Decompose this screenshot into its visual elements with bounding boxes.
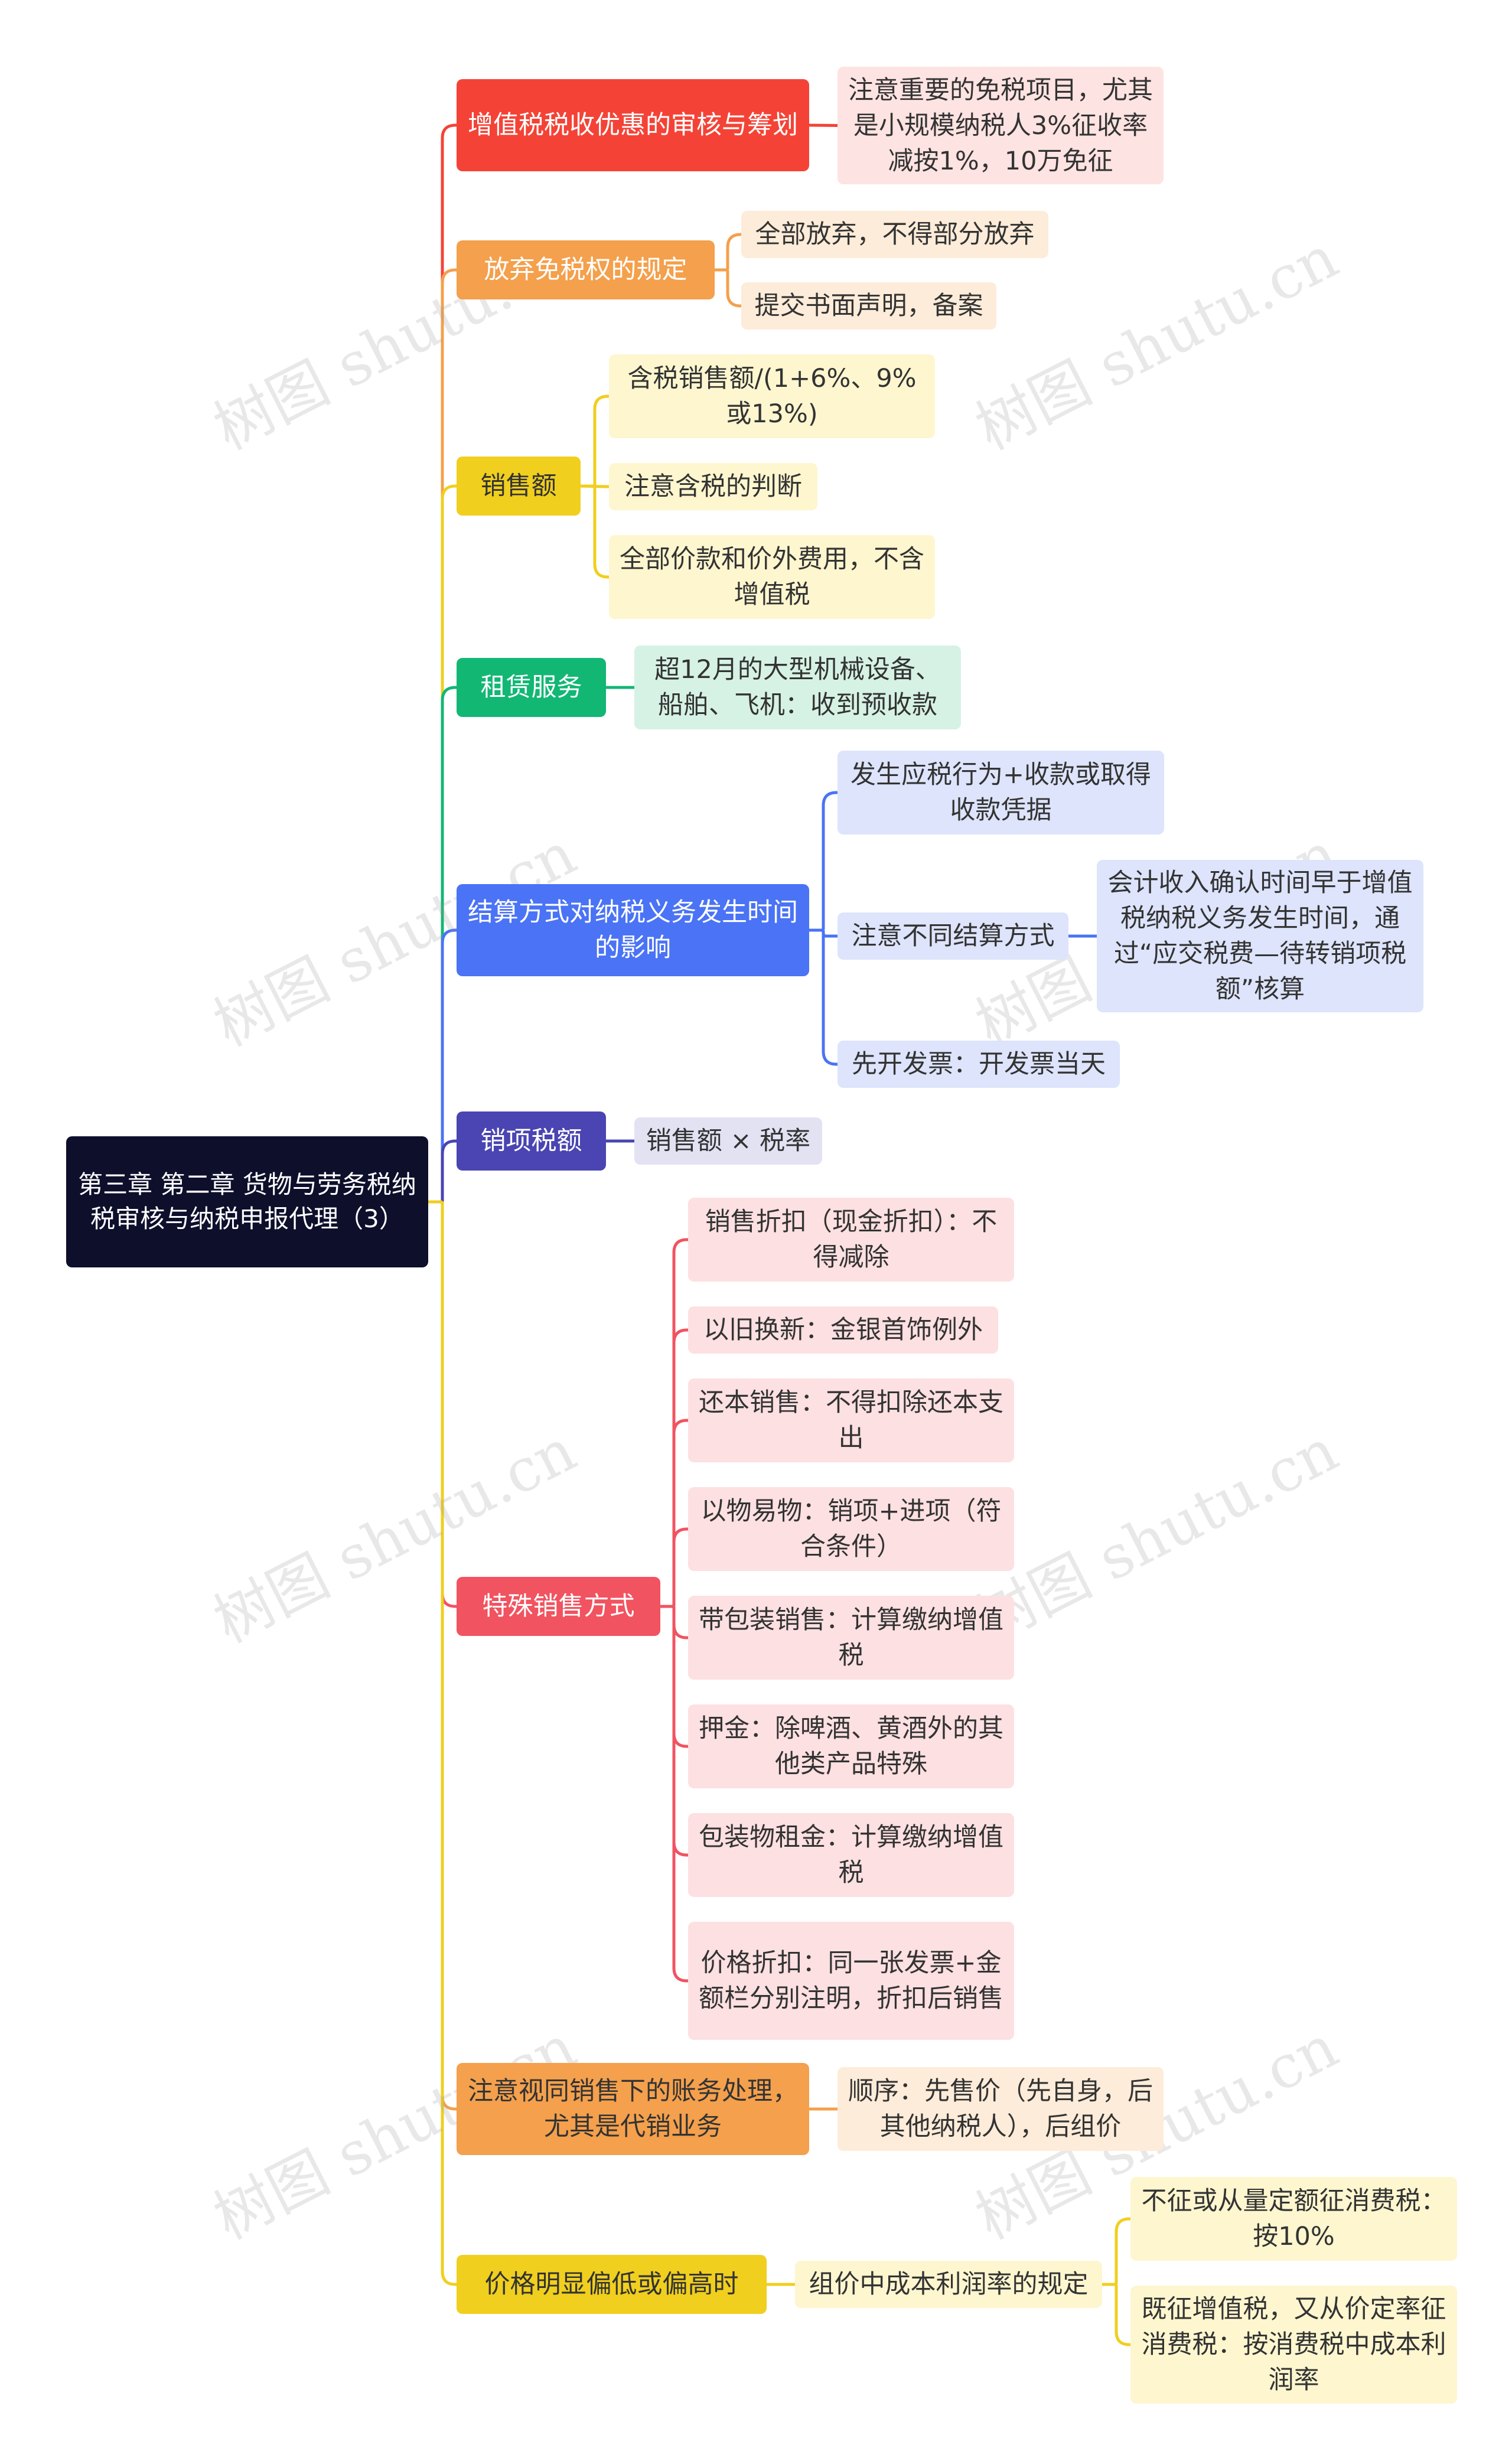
connector-line: [579, 395, 611, 488]
branch-leasing-services[interactable]: 租赁服务: [457, 658, 606, 717]
leaf-waive-all[interactable]: 全部放弃，不得部分放弃: [741, 211, 1048, 258]
watermark: 树图 shutu.cn: [964, 1415, 1348, 1657]
leaf-consumption-tax-margin[interactable]: 既征增值税，又从价定率征消费税：按消费税中成本利润率: [1130, 2286, 1457, 2404]
leaf-sales-times-rate[interactable]: 销售额 × 税率: [634, 1117, 822, 1165]
leaf-packaging-rent[interactable]: 包装物租金：计算缴纳增值税: [688, 1813, 1014, 1897]
leaf-large-equipment-prepayment[interactable]: 超12月的大型机械设备、船舶、飞机：收到预收款: [634, 646, 961, 729]
branch-special-sales-methods[interactable]: 特殊销售方式: [457, 1577, 660, 1636]
leaf-trade-in[interactable]: 以旧换新：金银首饰例外: [688, 1306, 998, 1354]
branch-waive-exemption-rules[interactable]: 放弃免税权的规定: [457, 240, 715, 299]
branch-settlement-method-timing[interactable]: 结算方式对纳税义务发生时间的影响: [457, 884, 809, 976]
leaf-taxable-act-collection[interactable]: 发生应税行为+收款或取得收款凭据: [838, 751, 1164, 835]
branch-vat-preference-review[interactable]: 增值税税收优惠的审核与筹划: [457, 79, 809, 171]
leaf-deposit[interactable]: 押金：除啤酒、黄酒外的其他类产品特殊: [688, 1704, 1014, 1788]
connector-line: [426, 1200, 458, 2286]
branch-price-abnormal[interactable]: 价格明显偏低或偏高时: [457, 2255, 767, 2314]
leaf-packaging-sales[interactable]: 带包装销售：计算缴纳增值税: [688, 1596, 1014, 1680]
connector-line: [426, 928, 458, 1204]
node-cost-profit-margin-rules[interactable]: 组价中成本利润率的规定: [795, 2261, 1102, 2308]
root-topic[interactable]: 第三章 第二章 货物与劳务税纳税审核与纳税申报代理（3）: [66, 1136, 428, 1267]
leaf-repayment-sales[interactable]: 还本销售：不得扣除还本支出: [688, 1378, 1014, 1462]
leaf-price-discount[interactable]: 价格折扣：同一张发票+金额栏分别注明，折扣后销售: [688, 1922, 1014, 2040]
leaf-tax-inclusive-judgment[interactable]: 注意含税的判断: [609, 463, 817, 510]
connector-line: [659, 1527, 690, 1608]
connector-line: [1100, 2217, 1132, 2286]
branch-deemed-sales-accounting[interactable]: 注意视同销售下的账务处理，尤其是代销业务: [457, 2063, 809, 2155]
leaf-barter[interactable]: 以物易物：销项+进项（符合条件）: [688, 1487, 1014, 1571]
leaf-written-statement[interactable]: 提交书面声明，备案: [741, 282, 996, 330]
connector-line: [1100, 2283, 1132, 2346]
connector-line: [659, 1605, 690, 1983]
leaf-exempt-items-note[interactable]: 注意重要的免税项目，尤其是小规模纳税人3%征收率减按1%，10万免征: [838, 67, 1164, 184]
connector-line: [579, 484, 611, 579]
leaf-order-price-first[interactable]: 顺序：先售价（先自身，后其他纳税人），后组价: [838, 2067, 1164, 2151]
leaf-no-consumption-tax-10pct[interactable]: 不征或从量定额征消费税：按10%: [1130, 2177, 1457, 2261]
leaf-accounting-revenue-earlier[interactable]: 会计收入确认时间早于增值税纳税义务发生时间，通过“应交税费—待转销项税额”核算: [1097, 860, 1423, 1012]
connector-line: [807, 791, 839, 932]
connector-line: [426, 1139, 458, 1204]
branch-output-tax[interactable]: 销项税额: [457, 1111, 606, 1171]
connector-line: [713, 233, 743, 272]
leaf-total-price-fees[interactable]: 全部价款和价外费用，不含增值税: [609, 535, 935, 619]
node-different-settlement-methods[interactable]: 注意不同结算方式: [838, 912, 1068, 960]
branch-sales-amount[interactable]: 销售额: [457, 457, 581, 516]
connector-line: [713, 268, 743, 308]
connector-line: [807, 928, 839, 1066]
leaf-invoice-first[interactable]: 先开发票：开发票当天: [838, 1041, 1120, 1088]
connector-line: [807, 123, 839, 127]
leaf-sales-discount[interactable]: 销售折扣（现金折扣）：不得减除: [688, 1198, 1014, 1282]
leaf-tax-inclusive-formula[interactable]: 含税销售额/(1+6%、9%或13%): [609, 354, 935, 438]
